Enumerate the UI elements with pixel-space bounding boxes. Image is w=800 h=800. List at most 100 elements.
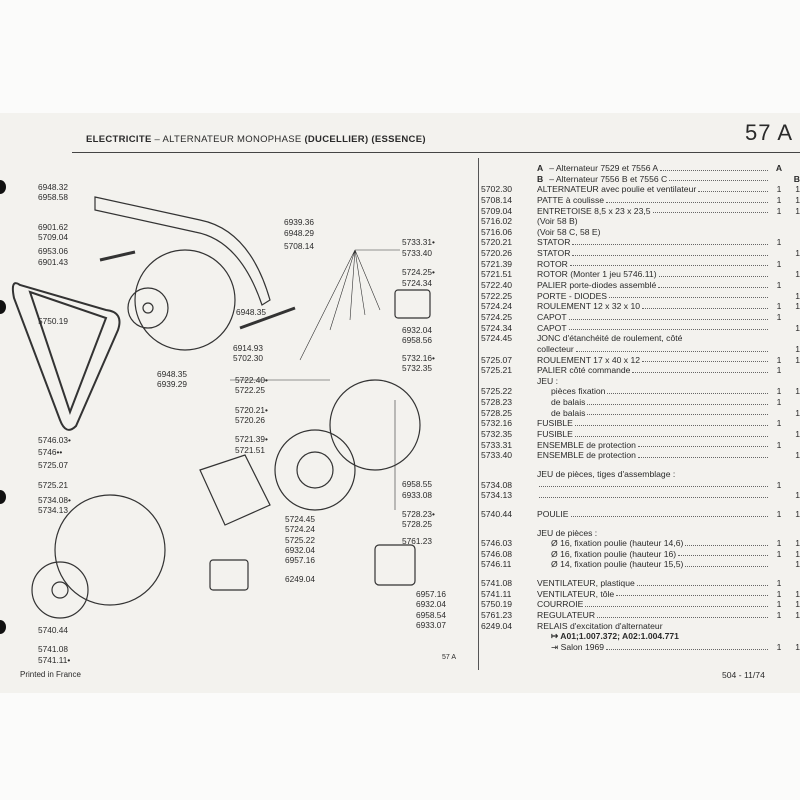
callout: 5728.23• — [402, 509, 435, 519]
alternator-body — [134, 249, 236, 351]
qty-b — [788, 365, 800, 376]
qty-a: 1 — [776, 397, 782, 408]
callout: 5733.40 — [402, 248, 432, 258]
qty-b: 1 — [795, 248, 800, 259]
part-description: PATTE à coulisse — [537, 194, 605, 205]
qty-a: 1 — [776, 280, 782, 291]
exploded-diagram — [11, 196, 431, 619]
qty-b — [788, 280, 800, 291]
qty-a — [770, 269, 788, 280]
part-description: JEU de pièces : — [537, 527, 598, 538]
binder-hole — [0, 620, 6, 634]
part-code — [481, 344, 537, 355]
part-code: 5725.21 — [481, 365, 513, 376]
qty-a: 1 — [776, 588, 782, 599]
dot-leader — [642, 301, 768, 309]
part-description: ROULEMENT 12 x 32 x 10 — [537, 301, 641, 312]
callout: 5732.16• — [402, 353, 435, 363]
qty-a: 1 — [776, 237, 782, 248]
qty-a — [770, 291, 788, 302]
dot-leader — [685, 559, 768, 568]
cover — [394, 289, 431, 319]
relay — [209, 559, 249, 591]
qty-b: 1 — [795, 490, 800, 501]
dot-leader — [597, 610, 768, 618]
part-description: Ø 14, fixation poulie (hauteur 15,5) — [551, 559, 684, 570]
callout: 5709.04 — [38, 232, 68, 242]
part-description: JEU : — [537, 375, 559, 386]
part-row: 5724.24 ROULEMENT 12 x 32 x 10 1 1 — [481, 301, 800, 312]
callout: 5724.25• — [402, 267, 435, 277]
qty-b: 1 — [795, 322, 800, 333]
part-code: 5724.24 — [481, 301, 513, 312]
qty-a — [770, 490, 788, 501]
part-description: FUSIBLE — [537, 429, 573, 440]
qty-b: 1 — [795, 508, 800, 519]
part-description: Ø 16, fixation poulie (hauteur 14,6) — [551, 538, 684, 549]
part-description: POULIE — [537, 508, 569, 519]
qty-a — [770, 559, 788, 570]
qty-b: 1 — [795, 386, 800, 397]
part-code: 5716.06 — [481, 226, 513, 237]
dot-leader — [572, 248, 768, 256]
qty-a — [770, 429, 788, 440]
qty-b: 1 — [795, 194, 800, 205]
dot-leader — [652, 206, 768, 214]
binder-hole — [0, 180, 6, 194]
dot-leader — [636, 578, 768, 586]
dot-leader — [607, 386, 768, 395]
qty-a — [770, 323, 788, 334]
binder-hole — [0, 300, 6, 314]
dot-leader — [606, 195, 768, 203]
part-code — [481, 376, 537, 387]
part-code: 5733.40 — [481, 450, 513, 461]
stator — [274, 429, 356, 511]
qty-b: 1 — [795, 205, 800, 216]
callout: 6932.04 — [285, 545, 315, 555]
diagram-ref: 57 A — [442, 654, 457, 661]
dot-leader — [637, 440, 768, 448]
callout: 5724.34 — [402, 278, 432, 288]
qty-b: 1 — [795, 588, 800, 599]
qty-a: 1 — [776, 439, 782, 450]
qty-a: 1 — [776, 301, 782, 312]
variant-code: B — [537, 173, 544, 184]
dot-leader — [609, 291, 768, 299]
part-description: pièces fixation — [551, 386, 606, 397]
part-code: 5721.39 — [481, 258, 513, 269]
qty-b — [788, 578, 800, 589]
part-code: 5720.21 — [481, 237, 513, 248]
qty-a — [770, 344, 788, 355]
qty-b: 1 — [795, 538, 800, 549]
qty-b: 1 — [795, 301, 800, 312]
variant-text: – Alternateur 7556 B et 7556 C — [549, 173, 668, 184]
part-description: ROTOR — [537, 258, 568, 269]
part-description: VENTILATEUR, plastique — [537, 578, 635, 589]
dot-leader — [632, 365, 768, 373]
part-description: COURROIE — [537, 599, 584, 610]
header-divider — [72, 152, 800, 153]
dot-leader — [658, 280, 768, 288]
part-description: de balais — [551, 407, 586, 418]
callout: 5746•• — [38, 447, 63, 457]
part-description: ENTRETOISE 8,5 x 23 x 23,5 — [537, 205, 651, 216]
qty-b: 1 — [795, 269, 800, 280]
dot-leader — [572, 237, 768, 246]
part-code: 5722.25 — [481, 290, 513, 301]
callout: 5725.07 — [38, 460, 68, 470]
part-description: PALIER porte-diodes assemblé — [537, 280, 657, 291]
qty-a: 1 — [776, 386, 782, 397]
